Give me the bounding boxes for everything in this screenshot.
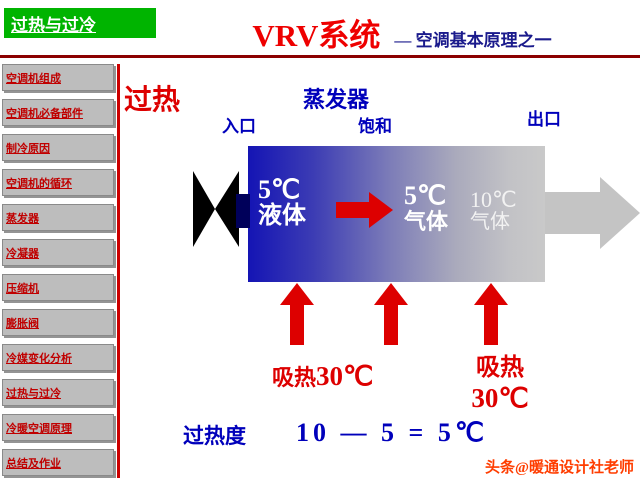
sidebar-item-evaporator[interactable]: 蒸发器 <box>2 204 114 231</box>
heat2-line1: 吸热 <box>476 355 524 381</box>
state-saturated-gas: 5℃ 气体 <box>404 181 449 235</box>
superheat-degree-label: 过热度 <box>183 424 246 448</box>
state-liquid: 5℃ 液体 <box>258 175 306 230</box>
title-main: VRV系统 <box>252 18 381 53</box>
slide-title: VRV系统 — 空调基本原理之一 <box>170 10 634 55</box>
heat1-value: 30℃ <box>316 361 374 391</box>
evaporator-title: 蒸发器 <box>303 87 370 112</box>
sidebar-item-summary[interactable]: 总结及作业 <box>2 449 114 476</box>
valve-pipe-connector <box>236 194 250 228</box>
sidebar: 空调机组成 空调机必备部件 制冷原因 空调机的循环 蒸发器 冷凝器 压缩机 膨胀… <box>2 64 114 476</box>
title-subtitle: — 空调基本原理之一 <box>394 31 552 50</box>
heat1-prefix: 吸热 <box>272 365 317 390</box>
sidebar-item-ac-cycle[interactable]: 空调机的循环 <box>2 169 114 196</box>
heat-absorb-label-1: 吸热30℃ <box>272 360 373 392</box>
heat2-line2: 30℃ <box>471 382 529 413</box>
title-divider <box>0 55 640 58</box>
outlet-label: 出口 <box>527 110 561 129</box>
heat-up-arrow-icon <box>280 283 314 345</box>
inlet-label: 入口 <box>222 117 256 136</box>
state-outlet-gas: 10℃ 气体 <box>470 188 517 233</box>
watermark: 头条@暖通设计社老师 <box>485 460 634 476</box>
sidebar-item-condenser[interactable]: 冷凝器 <box>2 239 114 266</box>
state-satgas-temp: 5℃ <box>404 181 447 210</box>
sidebar-item-required-parts[interactable]: 空调机必备部件 <box>2 99 114 126</box>
heat-up-arrow-icon <box>374 283 408 345</box>
sidebar-item-hvac-principle[interactable]: 冷暖空调原理 <box>2 414 114 441</box>
sidebar-item-cooling-reason[interactable]: 制冷原因 <box>2 134 114 161</box>
sidebar-divider <box>117 64 120 478</box>
superheat-equation: 10 — 5 = 5℃ <box>296 418 489 447</box>
sidebar-item-refrigerant[interactable]: 冷媒变化分析 <box>2 344 114 371</box>
flow-arrow-icon <box>336 192 393 228</box>
section-heading: 过热 <box>124 85 181 116</box>
expansion-valve-icon <box>193 171 239 247</box>
evaporator-box <box>248 146 545 282</box>
heat-absorb-label-2: 吸热 30℃ <box>452 355 548 414</box>
outlet-arrow-icon <box>545 177 640 249</box>
sidebar-item-compressor[interactable]: 压缩机 <box>2 274 114 301</box>
state-liquid-temp: 5℃ <box>258 175 301 204</box>
sidebar-item-ac-composition[interactable]: 空调机组成 <box>2 64 114 91</box>
sidebar-item-expansion-valve[interactable]: 膨胀阀 <box>2 309 114 336</box>
saturated-label: 饱和 <box>358 117 392 136</box>
state-outgas-temp: 10℃ <box>470 187 517 212</box>
topic-badge: 过热与过冷 <box>4 8 156 38</box>
state-liquid-phase: 液体 <box>258 203 306 230</box>
sidebar-item-superheat[interactable]: 过热与过冷 <box>2 379 114 406</box>
state-outgas-phase: 气体 <box>470 210 510 233</box>
heat-up-arrow-icon <box>474 283 508 345</box>
state-satgas-phase: 气体 <box>404 209 449 235</box>
